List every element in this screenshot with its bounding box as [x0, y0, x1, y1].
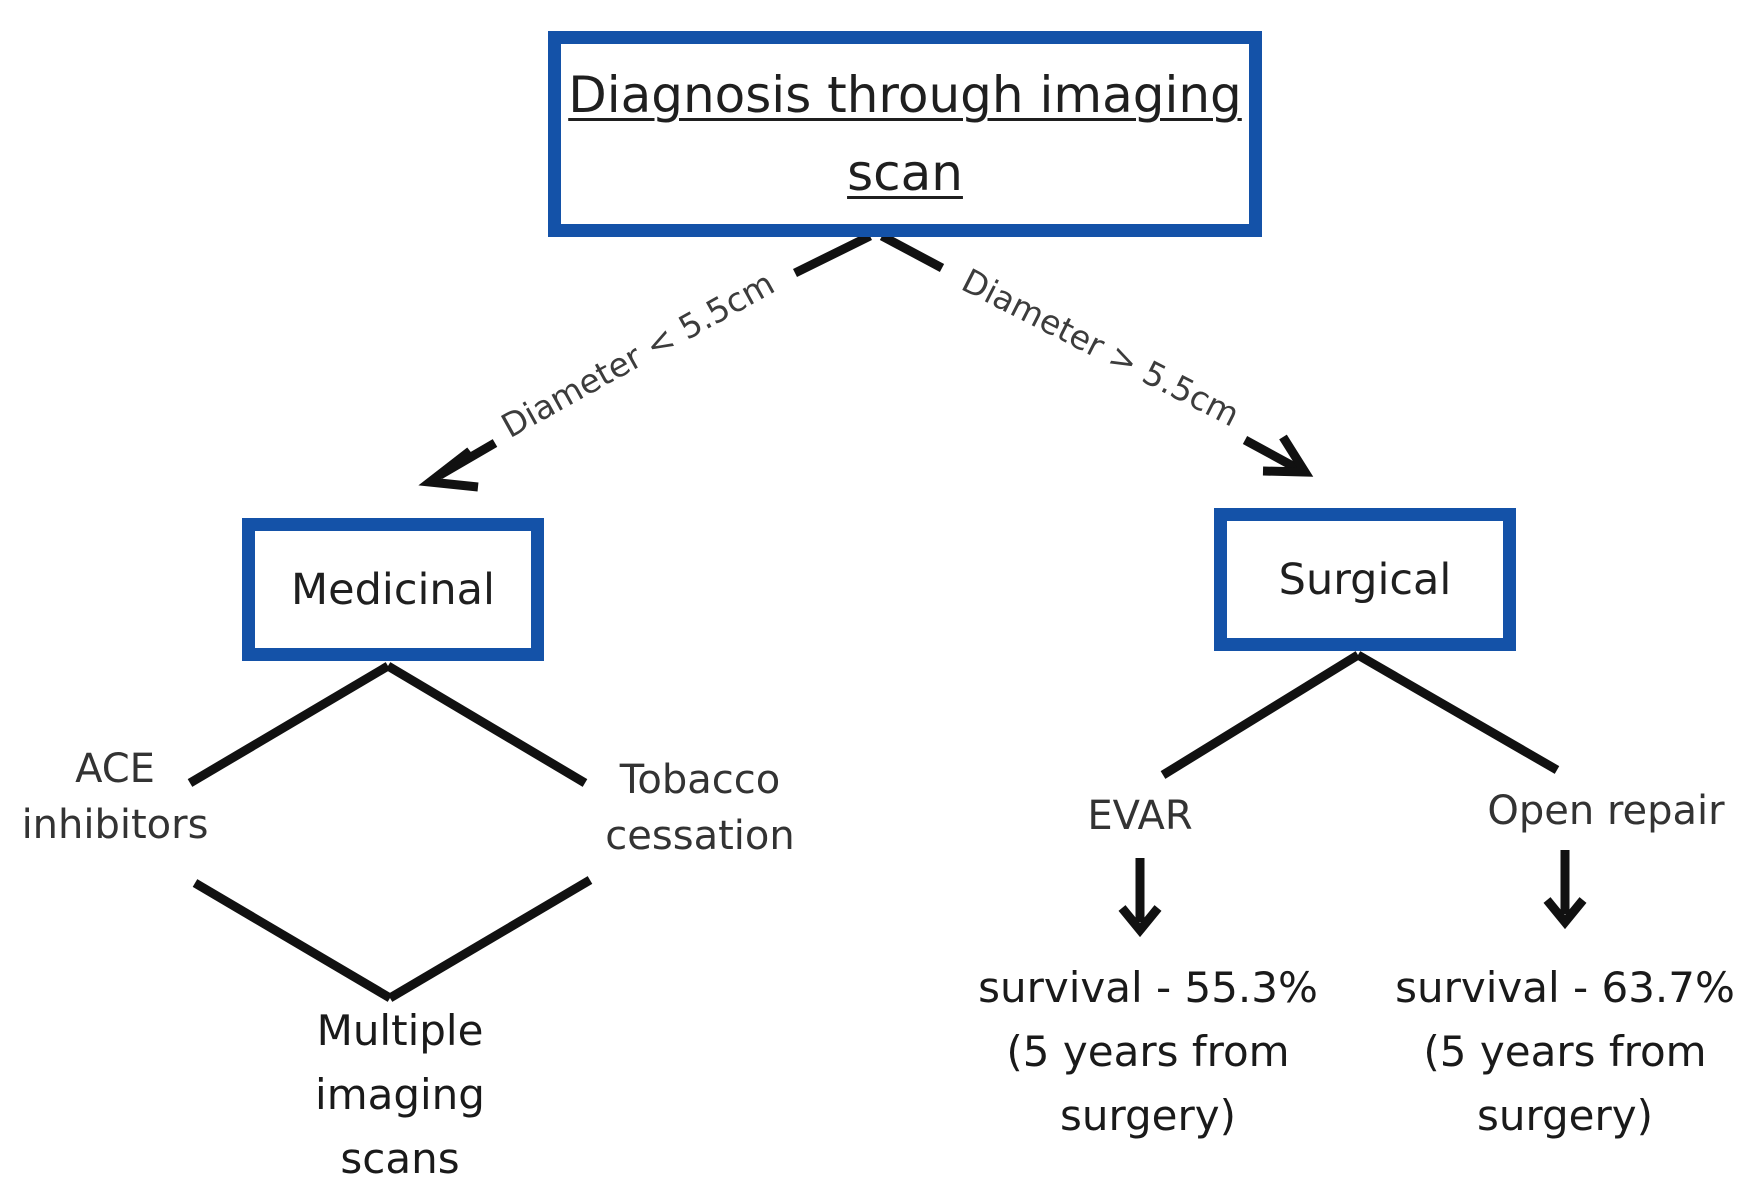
open-outcome-line3: surgery) [1476, 1091, 1654, 1140]
root-node-title: Diagnosis through imaging scan [568, 56, 1242, 212]
arrow-open-head [1543, 897, 1587, 930]
tobacco-cessation-label: Tobacco cessation [578, 752, 822, 864]
arrowhead-right [1262, 434, 1314, 477]
evar-outcome: survival - 55.3% (5 years from surgery) [968, 956, 1328, 1148]
open-outcome-line1: survival - 63.7% [1395, 963, 1735, 1012]
edge-root-right-upper [879, 232, 945, 272]
multiple-imaging-scans-label: Multiple imaging scans [280, 999, 520, 1191]
edge-ace-multiple [192, 879, 393, 1002]
edge-surgical-evar [1160, 651, 1361, 779]
open-outcome-line2: (5 years from [1423, 1027, 1707, 1076]
medicinal-label: Medicinal [291, 564, 495, 615]
evar-outcome-line1: survival - 55.3% [978, 963, 1318, 1012]
evar-label: EVAR [1087, 793, 1193, 839]
open-repair-label: Open repair [1487, 788, 1725, 834]
arrowhead-left [418, 447, 479, 492]
edge-root-left-upper [793, 231, 872, 278]
multiple-line3: scans [340, 1134, 460, 1183]
root-title-line2: scan [847, 144, 963, 202]
ace-line1: ACE [75, 746, 155, 792]
multiple-line1: Multiple [316, 1006, 484, 1055]
tobacco-line2: cessation [605, 813, 795, 859]
ace-line2: inhibitors [21, 802, 209, 848]
surgical-node-box: Surgical [1214, 508, 1516, 651]
edge-surgical-open [1355, 651, 1560, 774]
tobacco-line1: Tobacco [619, 757, 781, 803]
evar-outcome-line2: (5 years from [1006, 1027, 1290, 1076]
evar-outcome-line3: surgery) [1059, 1091, 1237, 1140]
multiple-line2: imaging [315, 1070, 485, 1119]
edge-medicinal-tobacco [385, 662, 588, 787]
edge-root-right-lower [1242, 436, 1303, 474]
edge-tobacco-multiple [387, 876, 593, 1002]
ace-inhibitors-label: ACE inhibitors [0, 741, 230, 853]
edge-medicinal-ace [187, 662, 391, 787]
open-repair-outcome: survival - 63.7% (5 years from surgery) [1385, 956, 1745, 1148]
surgical-label: Surgical [1278, 554, 1452, 605]
arrow-evar-head [1118, 905, 1162, 938]
medicinal-node-box: Medicinal [242, 518, 544, 661]
root-title-line1: Diagnosis through imaging [568, 66, 1242, 124]
root-node-box: Diagnosis through imaging scan [548, 31, 1262, 237]
